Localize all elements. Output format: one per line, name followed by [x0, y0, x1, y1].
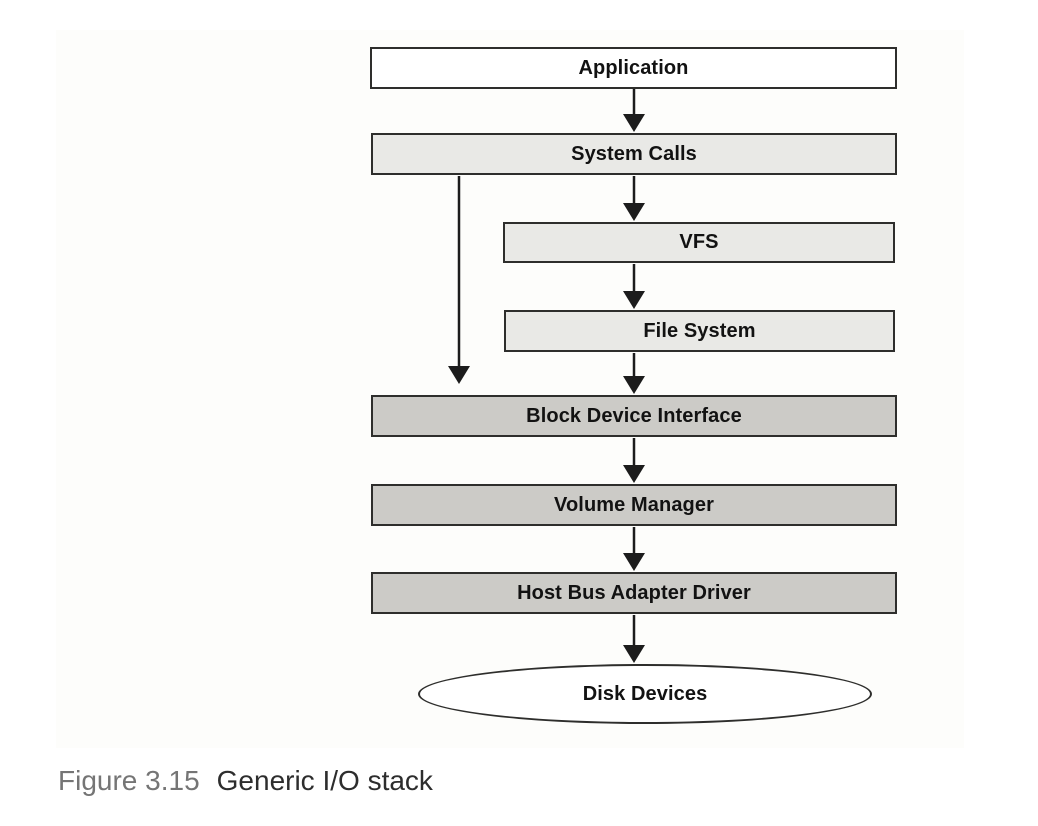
node-application: Application [370, 47, 897, 89]
node-host-bus-adapter-driver: Host Bus Adapter Driver [371, 572, 897, 614]
figure-caption-title: Generic I/O stack [216, 765, 433, 796]
node-vfs: VFS [503, 222, 895, 263]
node-system-calls: System Calls [371, 133, 897, 175]
node-volume-manager: Volume Manager [371, 484, 897, 526]
figure-caption-number: Figure 3.15 [58, 765, 200, 796]
node-block-device-interface: Block Device Interface [371, 395, 897, 437]
node-file-system: File System [504, 310, 895, 352]
figure-caption: Figure 3.15 Generic I/O stack [58, 764, 433, 798]
node-disk-devices: Disk Devices [418, 664, 872, 724]
